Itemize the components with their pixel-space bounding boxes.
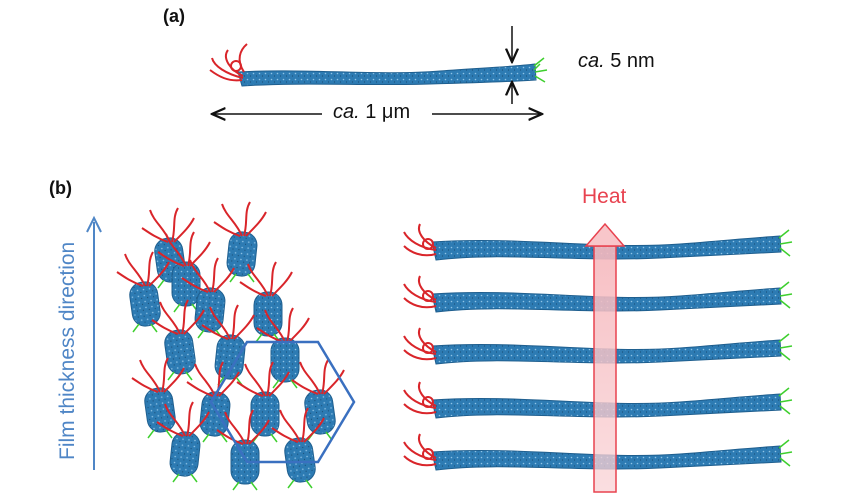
green-chain-end (778, 333, 793, 361)
red-chain-end (116, 251, 170, 287)
red-chain-end (403, 433, 437, 467)
green-chain-end (167, 371, 193, 381)
film-thickness-direction-label: Film thickness direction (56, 241, 79, 460)
red-chain-end (186, 361, 240, 397)
vertical-rod (131, 357, 185, 439)
width-prefix: ca. (578, 50, 605, 72)
red-chain-end (403, 381, 437, 415)
single-rod-a (209, 43, 548, 87)
green-chain-end (778, 439, 793, 467)
green-chain-end (232, 481, 258, 491)
vertical-rod (291, 359, 345, 441)
length-annotation: ca. 1 μm (333, 101, 410, 124)
red-chain-end (403, 275, 437, 309)
red-chain-end (403, 327, 437, 361)
green-chain-end (132, 323, 158, 333)
vertical-rod (236, 361, 290, 443)
width-annotation: ca. 5 nm (578, 50, 655, 73)
vertical-rod-array (116, 201, 345, 491)
horizontal-rod-array (403, 223, 793, 471)
heat-arrow (584, 222, 626, 493)
red-chain-end (209, 43, 248, 82)
vertical-rod (201, 304, 255, 386)
vertical-rod (271, 407, 325, 489)
red-chain-end (181, 257, 235, 293)
green-chain-end (778, 387, 793, 415)
red-chain-end (236, 361, 290, 397)
red-chain-end (403, 223, 437, 257)
width-value: 5 nm (604, 50, 655, 72)
red-chain-end (156, 401, 210, 437)
green-chain-end (272, 379, 298, 389)
red-chain-end (291, 359, 345, 395)
vertical-rod (216, 409, 270, 491)
green-chain-end (172, 473, 198, 483)
vertical-rod (256, 307, 310, 389)
heat-label: Heat (582, 185, 627, 208)
length-value: 1 μm (359, 101, 411, 123)
red-chain-end (131, 357, 185, 393)
green-chain-end (229, 273, 255, 283)
length-prefix: ca. (333, 101, 360, 123)
green-chain-end (778, 229, 793, 257)
rod-body (237, 63, 537, 87)
vertical-rod (151, 299, 205, 381)
panel-label-a: (a) (163, 6, 185, 26)
red-chain-end (201, 304, 255, 340)
vertical-rod (116, 251, 170, 333)
red-chain-end (151, 299, 205, 335)
film-direction-arrowhead (86, 215, 102, 233)
panel-label-b: (b) (49, 178, 72, 198)
hexagonal-unit-cell (209, 340, 356, 464)
vertical-rod (213, 201, 267, 283)
green-chain-end (533, 57, 548, 83)
red-chain-end (239, 261, 293, 297)
green-chain-end (287, 479, 313, 489)
red-chain-end (271, 407, 325, 443)
green-chain-end (147, 429, 173, 439)
vertical-rod (156, 401, 210, 483)
vertical-rod (186, 361, 240, 443)
red-chain-end (216, 409, 270, 445)
red-chain-end (213, 201, 267, 237)
green-chain-end (778, 281, 793, 309)
green-chain-end (202, 433, 228, 443)
